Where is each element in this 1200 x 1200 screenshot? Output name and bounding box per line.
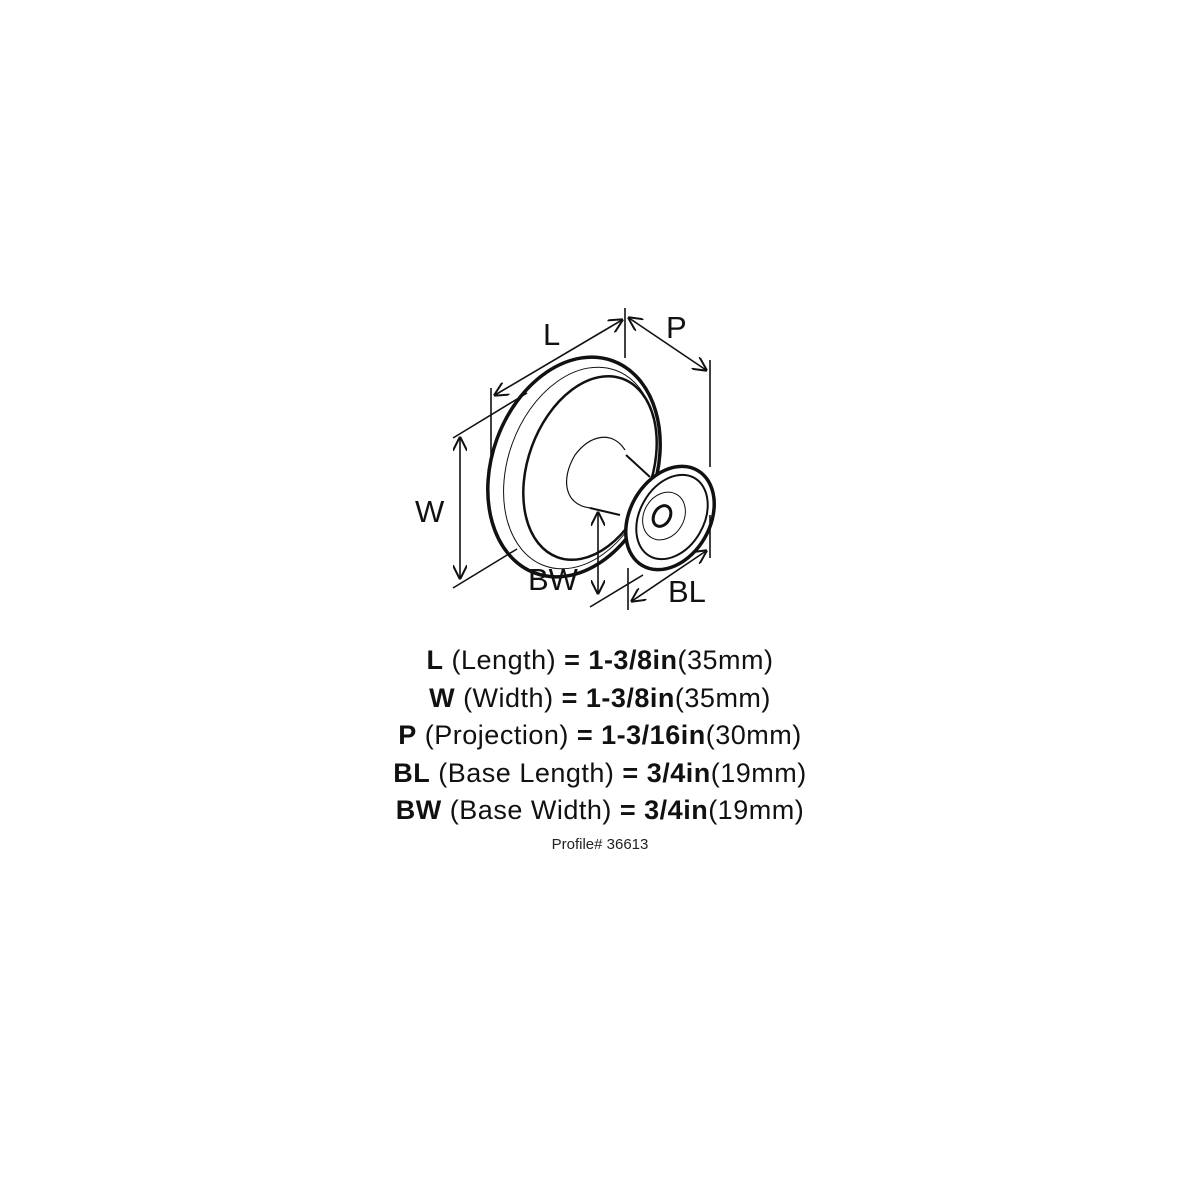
spec-row-length: L (Length) = 1-3/8in(35mm)	[0, 642, 1200, 680]
spec-inches: 1-3/8in	[585, 682, 675, 713]
label-BL: BL	[668, 574, 706, 609]
spec-row-base-width: BW (Base Width) = 3/4in(19mm)	[0, 792, 1200, 830]
label-P: P	[666, 310, 687, 345]
spec-eq: =	[622, 757, 639, 788]
spec-code: P	[398, 720, 417, 750]
spec-name: (Length)	[451, 645, 557, 675]
knob-stem-lines	[589, 454, 651, 516]
spec-eq: =	[564, 645, 581, 675]
spec-name: (Projection)	[424, 720, 569, 750]
spec-code: L	[426, 645, 444, 675]
base-disk-ring	[642, 491, 686, 541]
knob-stem	[566, 436, 626, 509]
spec-row-base-length: BL (Base Length) = 3/4in(19mm)	[0, 755, 1200, 793]
spec-eq: =	[576, 720, 594, 750]
spec-inches: 3/4in	[646, 757, 711, 788]
dimension-specs: L (Length) = 1-3/8in(35mm) W (Width) = 1…	[0, 642, 1200, 853]
spec-eq: =	[561, 682, 578, 713]
label-BW: BW	[528, 562, 579, 597]
spec-inches: 3/4in	[644, 795, 709, 825]
dimension-lines	[452, 308, 711, 610]
label-W: W	[415, 494, 445, 529]
spec-code: W	[429, 682, 456, 713]
spec-name: (Base Length)	[438, 757, 615, 788]
profile-number: Profile# 36613	[551, 835, 649, 853]
spec-row-projection: P (Projection) = 1-3/16in(30mm)	[0, 717, 1200, 755]
spec-code: BW	[395, 795, 442, 825]
spec-name: (Base Width)	[449, 795, 612, 825]
spec-code: BL	[393, 757, 431, 788]
spec-mm: (35mm)	[677, 645, 774, 675]
spec-eq: =	[619, 795, 637, 825]
spec-mm: (19mm)	[708, 795, 805, 825]
spec-mm: (35mm)	[674, 682, 771, 713]
spec-mm: (30mm)	[705, 720, 802, 750]
spec-inches: 1-3/8in	[588, 645, 678, 675]
spec-row-width: W (Width) = 1-3/8in(35mm)	[0, 680, 1200, 718]
spec-name: (Width)	[463, 682, 554, 713]
threaded-hole	[651, 504, 673, 528]
spec-mm: (19mm)	[710, 757, 807, 788]
spec-inches: 1-3/16in	[601, 720, 706, 750]
label-L: L	[543, 317, 560, 352]
